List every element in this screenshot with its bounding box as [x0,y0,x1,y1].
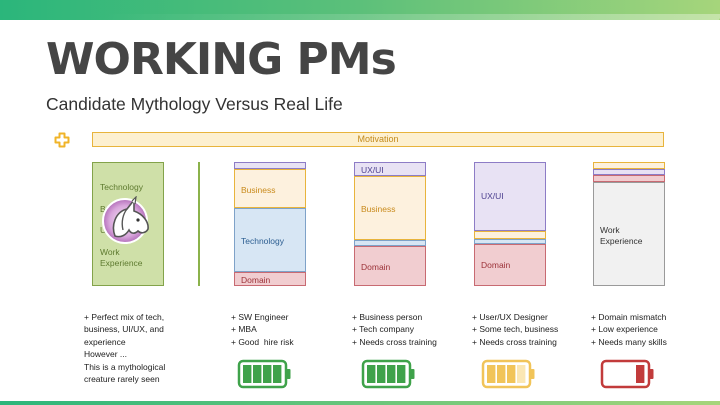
battery-icon [481,359,535,389]
battery-tip [286,369,291,379]
battery-cell-empty [606,365,615,383]
skill-column-domain-mismatch: Work Experience [593,162,665,286]
battery-cell-filled [377,365,386,383]
battery-cell-filled [367,365,376,383]
desc-line: + Needs cross training [472,336,557,347]
description-ux-designer: + User/UX Designer + Some tech, business… [472,311,558,348]
segment-technology: Technology [234,208,306,272]
battery-cell-filled [487,365,496,383]
segment-uxui: UX/UI [354,162,426,176]
battery-cell-empty [626,365,635,383]
desc-line: + Some tech, business [472,324,559,335]
description-business-person: + Business person + Tech company + Needs… [352,311,437,348]
segment-business: Business [354,176,426,240]
skill-column-ux-designer: UX/UI Domain [474,162,546,286]
description-sw-engineer: + SW Engineer + MBA + Good hire risk [231,311,294,348]
desc-line: + Perfect mix of tech, [84,312,165,322]
battery-cell-filled [387,365,396,383]
segment-domain: Domain [354,246,426,286]
battery-cell-filled [397,365,406,383]
segment-domain [593,175,665,182]
battery-cell-filled [263,365,272,383]
skill-label-uxui: U [100,225,107,235]
battery-tip [530,369,535,379]
battery-cell-empty [616,365,625,383]
segment-business: Business [234,169,306,208]
desc-line: + SW Engineer [231,312,289,322]
segment-business [474,231,546,239]
skill-column-business-person: UX/UI Business Domain [354,162,426,286]
segment-uxui: UX/UI [474,162,546,231]
segment-domain: Domain [234,272,306,286]
segment-domain: Domain [474,244,546,286]
header-accent-stripe [97,14,720,22]
unicorn-icon [102,196,149,244]
plus-outline-icon [54,132,70,148]
segment-uxui [234,162,306,169]
desc-line: + Needs cross training [352,336,437,347]
desc-line: business, UI/UX, and [84,324,164,335]
desc-line: + Tech company [352,324,414,335]
segment-business [593,162,665,169]
slide-subtitle: Candidate Mythology Versus Real Life [46,94,343,114]
desc-line: creature rarely seen [84,374,160,385]
battery-cell-filled [507,365,516,383]
desc-line: + MBA [231,324,257,335]
desc-line: However ... [84,349,127,360]
desc-line: This is a mythological [84,361,166,372]
header-accent-bar [0,0,720,22]
battery-cell-empty [517,365,526,383]
battery-cell-filled [497,365,506,383]
battery-icon [600,359,654,389]
desc-line: + Business person [352,312,423,322]
segment-uxui [593,169,665,175]
skill-label-technology: Technology [100,182,144,192]
battery-cell-filled [636,365,645,383]
slide-title: WORKING PMs [46,34,397,85]
unicorn-description: + Perfect mix of tech, business, UI/UX, … [84,311,165,385]
desc-line: + User/UX Designer [472,312,548,322]
segment-work-experience: Work Experience [593,182,665,286]
battery-icon [361,359,415,389]
battery-cell-filled [253,365,262,383]
battery-tip [649,369,654,379]
motivation-bar: Motivation [92,132,664,147]
divider-line [198,162,200,286]
desc-line: + Needs many skills [591,336,667,347]
desc-line: + Low experience [591,324,658,335]
skill-label-business: Bu [100,204,111,214]
desc-line: experience [84,336,126,347]
skill-column-sw-engineer: Business Technology Domain [234,162,306,286]
segment-technology [354,240,426,246]
battery-cell-filled [243,365,252,383]
desc-line: + Good hire risk [231,336,294,347]
battery-icon [237,359,291,389]
battery-tip [410,369,415,379]
skill-label-work: Work [100,247,120,257]
battery-cell-filled [273,365,282,383]
description-domain-mismatch: + Domain mismatch + Low experience + Nee… [591,311,667,348]
segment-technology [474,239,546,244]
desc-line: + Domain mismatch [591,312,667,322]
skill-label-experience: Experience [100,258,143,268]
footer-accent-bar [0,401,720,405]
